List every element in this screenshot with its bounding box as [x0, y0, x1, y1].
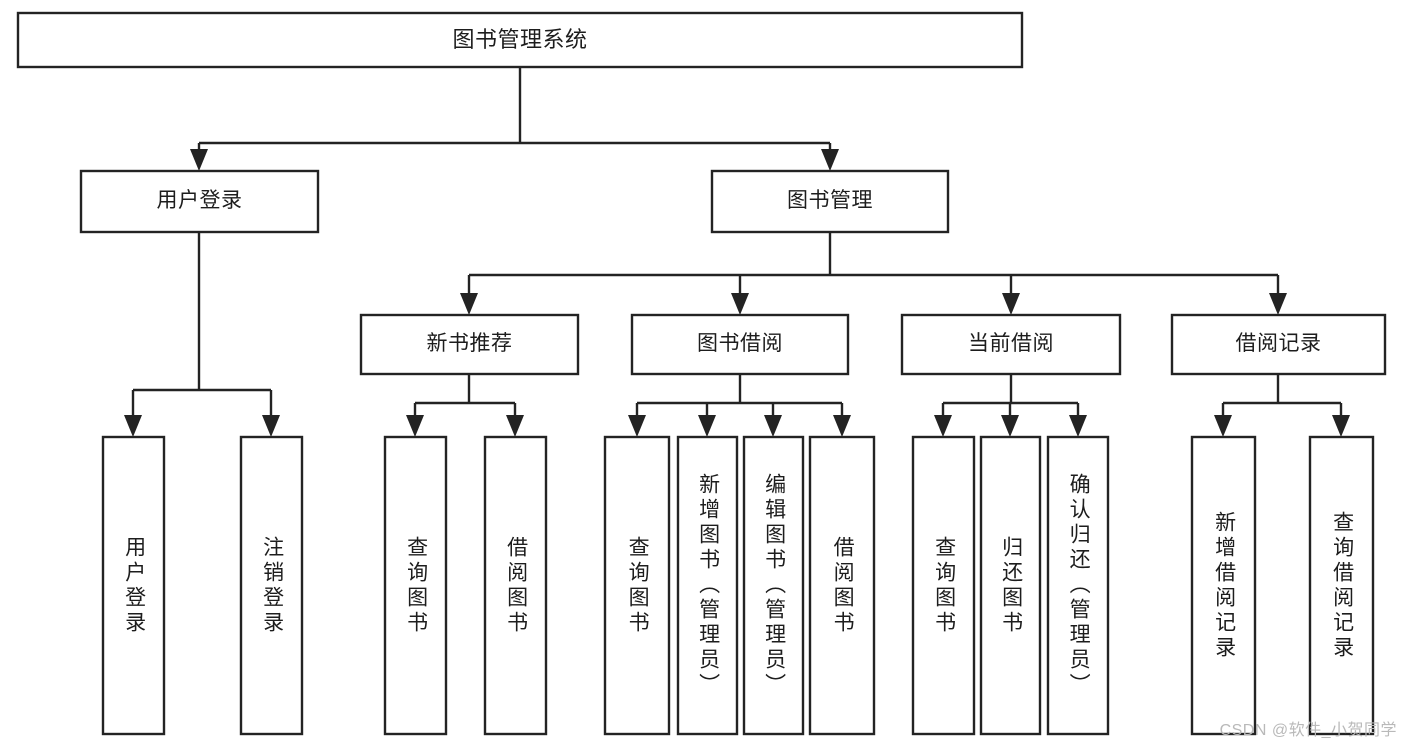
node-box-record-query-borrow-record[interactable]: [1308, 435, 1375, 736]
node-box-borrow-edit-book-admin[interactable]: [742, 435, 805, 736]
arrow-head: [506, 415, 524, 437]
node-box-current-query-book[interactable]: [911, 435, 976, 736]
node-box-book-manage[interactable]: [710, 169, 950, 234]
arrow-head: [628, 415, 646, 437]
node-box-current-borrow[interactable]: [900, 313, 1122, 376]
arrow-head: [1002, 293, 1020, 315]
node-box-new-book-recommend[interactable]: [359, 313, 580, 376]
csdn-watermark: CSDN @软件_小贺同学: [1219, 722, 1397, 739]
arrow-head: [764, 415, 782, 437]
arrow-head: [1332, 415, 1350, 437]
arrow-head: [1269, 293, 1287, 315]
arrow-head: [731, 293, 749, 315]
connector-recommend-bus: [406, 374, 524, 437]
arrow-head: [934, 415, 952, 437]
connector-root-bus: [190, 67, 839, 171]
node-box-user-login-action[interactable]: [101, 435, 166, 736]
arrow-head: [1001, 415, 1019, 437]
connector-record-bus: [1214, 374, 1350, 437]
arrow-head: [1069, 415, 1087, 437]
box-layer: [16, 11, 1387, 736]
edge-layer: [124, 67, 1350, 437]
connector-borrow-bus: [628, 374, 851, 437]
arrow-head: [821, 149, 839, 171]
node-box-borrow-add-book-admin[interactable]: [676, 435, 739, 736]
arrow-head: [833, 415, 851, 437]
arrow-head: [406, 415, 424, 437]
node-box-current-confirm-return-admin[interactable]: [1046, 435, 1110, 736]
node-box-user-login[interactable]: [79, 169, 320, 234]
node-box-borrow-record[interactable]: [1170, 313, 1387, 376]
connector-book-manage-bus: [460, 232, 1287, 315]
arrow-head: [262, 415, 280, 437]
node-box-recommend-query-book[interactable]: [383, 435, 448, 736]
arrow-head: [190, 149, 208, 171]
node-box-root[interactable]: [16, 11, 1024, 69]
node-box-borrow-query-book[interactable]: [603, 435, 671, 736]
node-box-user-logout-action[interactable]: [239, 435, 304, 736]
node-box-recommend-borrow-book[interactable]: [483, 435, 548, 736]
connector-user-login-bus: [124, 232, 280, 437]
arrow-head: [698, 415, 716, 437]
node-box-current-return-book[interactable]: [979, 435, 1042, 736]
arrow-head: [1214, 415, 1232, 437]
node-box-book-borrow[interactable]: [630, 313, 850, 376]
arrow-head: [124, 415, 142, 437]
node-box-record-add-borrow-record[interactable]: [1190, 435, 1257, 736]
connector-current-bus: [934, 374, 1087, 437]
arrow-head: [460, 293, 478, 315]
node-box-borrow-borrow-book[interactable]: [808, 435, 876, 736]
